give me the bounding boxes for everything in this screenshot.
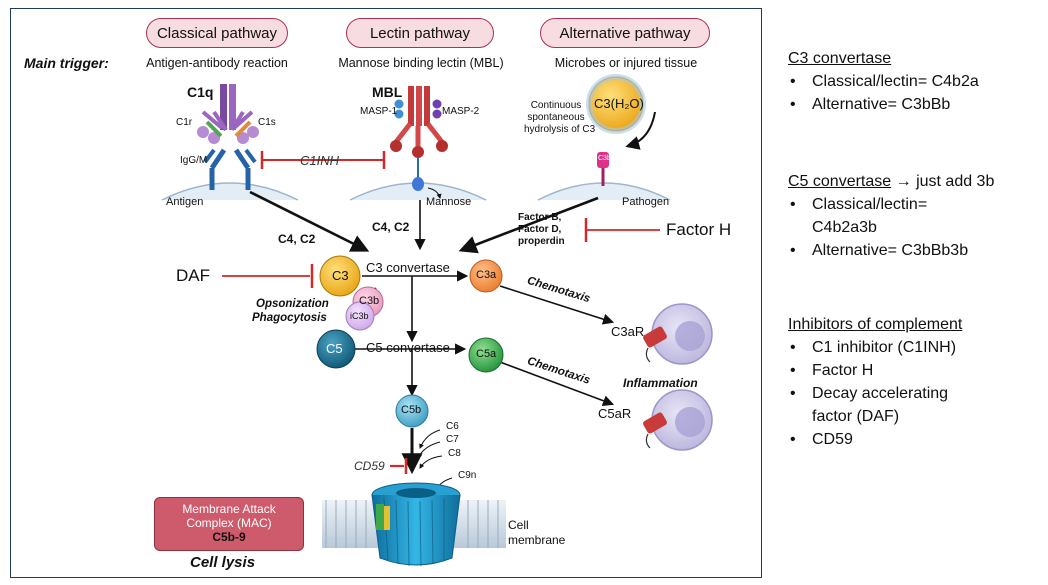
c5-convertase-title: C5 convertase → just add 3b xyxy=(788,173,1043,191)
c1inh-label: C1INH xyxy=(300,153,340,168)
c5ar-cell xyxy=(643,389,713,451)
c3-convertase-item: Alternative= C3bBb xyxy=(788,93,1043,116)
factor-h-callout: Factor H xyxy=(666,220,732,239)
c1q-label: C1q xyxy=(187,84,214,100)
igg-label: IgG/M xyxy=(180,155,208,166)
cell-lysis-label: Cell lysis xyxy=(190,554,256,571)
daf-callout: DAF xyxy=(176,266,210,285)
c6-label: C6 xyxy=(446,421,459,432)
c1s-label: C1s xyxy=(258,117,276,128)
daf-inhibitor xyxy=(222,264,314,288)
factor-d-label: Factor D, xyxy=(518,224,562,235)
hydrolysis-line-2: spontaneous xyxy=(527,112,585,123)
c3a-circle xyxy=(469,259,503,293)
cd59-inhibitor xyxy=(390,458,408,474)
phagocytosis-label: Phagocytosis xyxy=(252,312,327,324)
c1r-label: C1r xyxy=(176,117,193,128)
c5-convertase-item: Alternative= C3bBb3b xyxy=(788,239,1043,262)
properdin-label: properdin xyxy=(518,236,565,247)
mac-pore xyxy=(371,482,461,567)
pathway-diagram xyxy=(161,74,713,567)
membrane-antigen xyxy=(161,182,299,201)
inhibitor-item: Decay accelerating factor (DAF) xyxy=(788,382,992,428)
masp2-label: MASP-2 xyxy=(442,106,480,117)
factor-h-inhibitor xyxy=(584,218,660,242)
alternative-trigger: Microbes or injured tissue xyxy=(554,56,698,70)
lectin-trigger: Mannose binding lectin (MBL) xyxy=(338,56,504,70)
hydrolysis-line-3: hydrolysis of C3 xyxy=(524,124,596,135)
c3-convertase-label: C3 convertase xyxy=(366,260,450,275)
c3-convertase-item: Classical/lectin= C4b2a xyxy=(788,70,1043,93)
c3b-label: C3b xyxy=(359,295,380,307)
mac-line-2: Complex (MAC) xyxy=(186,516,272,530)
factor-b-label: Factor B, xyxy=(518,212,562,223)
mannose-label: Mannose xyxy=(426,196,472,208)
mbl-label: MBL xyxy=(372,84,403,100)
c5-convertase-title-text: C5 convertase xyxy=(788,173,892,190)
c5-convertase-label: C5 convertase xyxy=(366,340,450,355)
c3b-small-label: C3b xyxy=(598,155,611,162)
lectin-pathway-label: Lectin pathway xyxy=(369,24,471,42)
pathway-arrows xyxy=(249,190,615,495)
c3-circle xyxy=(319,255,361,297)
mac-box: Membrane Attack Complex (MAC) C5b-9 xyxy=(154,497,304,551)
c8-label: C8 xyxy=(448,448,461,459)
c5-convertase-suffix: just add 3b xyxy=(911,173,995,190)
c5a-circle xyxy=(468,337,504,373)
c4c2-left-label: C4, C2 xyxy=(278,232,316,246)
mac-line-1: Membrane Attack xyxy=(182,502,276,516)
lectin-pathway-pill: Lectin pathway xyxy=(346,18,494,48)
main-trigger-label: Main trigger: xyxy=(24,55,109,71)
c5ar-label: C5aR xyxy=(598,406,632,421)
inhibitor-item: Factor H xyxy=(788,359,1043,382)
c3h2o-label: C3(H₂O) xyxy=(594,96,644,111)
ic3b-circle xyxy=(345,301,375,331)
alternative-pathway-pill: Alternative pathway xyxy=(540,18,710,48)
alternative-pathway-label: Alternative pathway xyxy=(559,24,691,42)
factor-bd-properdin: Factor B, Factor D, properdin xyxy=(518,212,565,248)
mbl-complex xyxy=(390,86,448,199)
hydrolysis-label: Continuous spontaneous hydrolysis of C3 xyxy=(524,100,596,136)
c9n-label: C9n xyxy=(458,470,477,481)
inhibitor-item: C1 inhibitor (C1INH) xyxy=(788,336,1043,359)
c5b-circle xyxy=(395,394,429,428)
inhibitors-section: Inhibitors of complement C1 inhibitor (C… xyxy=(788,316,1043,451)
c3ar-label: C3aR xyxy=(611,324,645,339)
classical-pathway-label: Classical pathway xyxy=(156,24,278,42)
masp1-label: MASP-1 xyxy=(360,106,398,117)
c1q-complex xyxy=(197,84,259,190)
c5b-label: C5b xyxy=(401,404,422,416)
c5-convertase-item: Classical/lectin= C4b2a3b xyxy=(788,193,982,239)
c5-circle xyxy=(316,329,356,369)
ic3b-label: iC3b xyxy=(350,311,369,321)
cd59-label: CD59 xyxy=(354,459,385,473)
c3-convertase-title: C3 convertase xyxy=(788,50,892,67)
c3h2o-particle xyxy=(586,74,656,186)
opsonization-label: Opsonization xyxy=(256,298,329,310)
inhibitors-title: Inhibitors of complement xyxy=(788,316,963,333)
c3-label: C3 xyxy=(332,268,349,283)
c3-convertase-section: C3 convertase Classical/lectin= C4b2a Al… xyxy=(788,50,1043,116)
arrow-icon: → xyxy=(895,173,912,190)
inflammation-label: Inflammation xyxy=(623,376,698,390)
cell-membrane-label-1: Cell xyxy=(508,518,529,532)
c4c2-mid-label: C4, C2 xyxy=(372,220,410,234)
classical-trigger: Antigen-antibody reaction xyxy=(146,56,288,70)
c3a-label: C3a xyxy=(476,269,497,281)
c5-label: C5 xyxy=(326,341,343,356)
inhibitor-item: CD59 xyxy=(788,428,1043,451)
c3ar-cell xyxy=(643,303,713,365)
cell-membrane-label-2: membrane xyxy=(508,533,566,547)
antigen-label: Antigen xyxy=(166,196,204,208)
c5-convertase-section: C5 convertase → just add 3b Classical/le… xyxy=(788,173,1043,262)
classical-pathway-pill: Classical pathway xyxy=(146,18,288,48)
hydrolysis-line-1: Continuous xyxy=(530,100,582,111)
c7-label: C7 xyxy=(446,434,459,445)
pathogen-label: Pathogen xyxy=(622,196,670,208)
c5a-label: C5a xyxy=(476,348,497,360)
mac-line-3: C5b-9 xyxy=(212,530,246,544)
c1inh-inhibitor xyxy=(260,151,386,169)
